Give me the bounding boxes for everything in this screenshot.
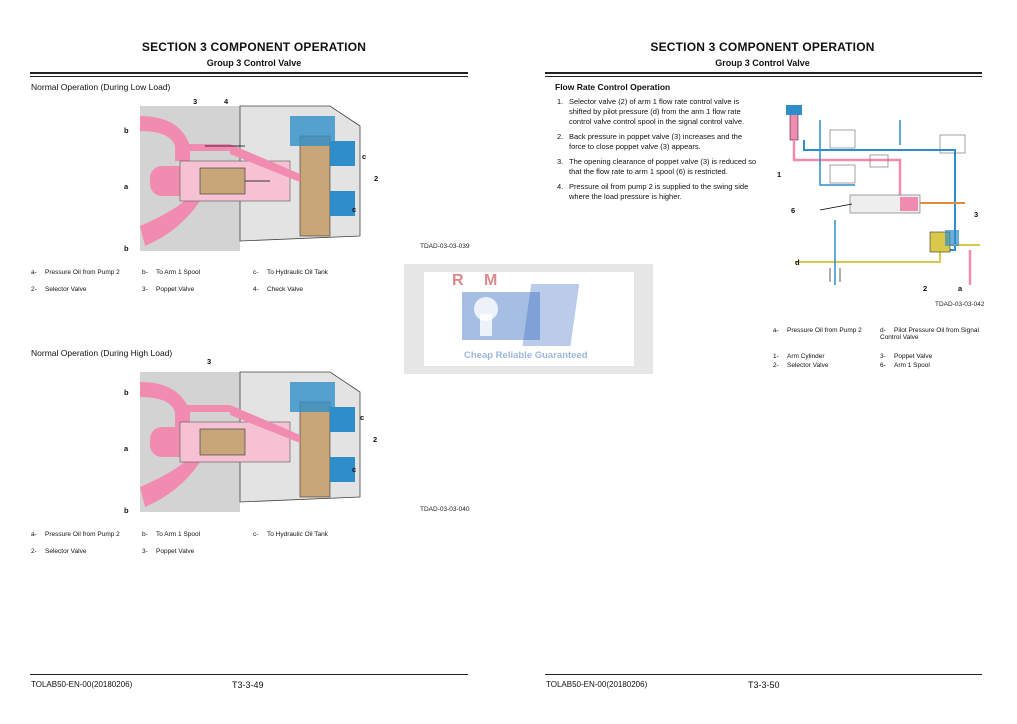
callout-b-lower: b [124, 244, 129, 253]
callout-3: 3 [207, 357, 212, 366]
footer-code: TOLAB50-EN-00(20180206) [546, 680, 648, 689]
callout-b-lower: b [124, 506, 129, 515]
watermark: R M Cheap Reliable Guaranteed [404, 264, 653, 374]
legend-item: c-To Hydraulic Oil Tank [253, 269, 328, 276]
callout-c: c [360, 413, 365, 422]
callout-c-lower: c [352, 205, 357, 214]
step-item: 2.Back pressure in poppet valve (3) incr… [557, 132, 743, 151]
right-page: SECTION 3 COMPONENT OPERATION Group 3 Co… [508, 0, 1017, 724]
callout-a: a [124, 444, 129, 453]
callout-3: 3 [974, 210, 979, 219]
legend-item: a-Pressure Oil from Pump 2 [31, 531, 120, 538]
legend-item: 2-Selector Valve [773, 362, 829, 369]
page-number: T3-3-49 [232, 680, 264, 690]
watermark-logo-text: R M [452, 272, 506, 289]
callout-2: 2 [373, 435, 378, 444]
group-title: Group 3 Control Valve [206, 58, 302, 68]
callout-3: 3 [193, 97, 198, 106]
fig2-id: TDAD-03-03-040 [420, 506, 470, 513]
watermark-logo-icon [424, 272, 634, 366]
header-rule [545, 72, 982, 74]
callout-1: 1 [777, 170, 782, 179]
legend-item: 3-Poppet Valve [880, 353, 933, 360]
callout-6: 6 [791, 206, 796, 215]
legend-item: c-To Hydraulic Oil Tank [253, 531, 328, 538]
section-title: SECTION 3 COMPONENT OPERATION [650, 40, 875, 54]
legend-item: 2-Selector Valve [31, 286, 87, 293]
flow-rate-heading: Flow Rate Control Operation [555, 82, 671, 92]
footer-rule [545, 674, 982, 675]
fig1-id: TDAD-03-03-039 [420, 243, 470, 250]
step-item: 3.The opening clearance of poppet valve … [557, 157, 757, 176]
header-rule [30, 72, 468, 74]
legend-item: d-Pilot Pressure Oil from Signal Control… [880, 327, 979, 341]
callout-c-lower: c [352, 465, 357, 474]
header-rule-thin [545, 76, 982, 77]
callout-2: 2 [374, 174, 379, 183]
section-title: SECTION 3 COMPONENT OPERATION [141, 40, 367, 54]
header-rule-thin [30, 76, 468, 77]
left-page: SECTION 3 COMPONENT OPERATION Group 3 Co… [0, 0, 508, 724]
footer-rule [30, 674, 468, 675]
legend-item: 6-Arm 1 Spool [880, 362, 930, 369]
step-list: 1.Selector valve (2) of arm 1 flow rate … [557, 97, 757, 207]
callout-a: a [124, 182, 129, 191]
page-number: T3-3-50 [748, 680, 780, 690]
fig1-valve-diagram [140, 105, 361, 251]
step-item: 1.Selector valve (2) of arm 1 flow rate … [557, 97, 745, 126]
legend-item: b-To Arm 1 Spool [142, 269, 201, 276]
legend-item: 3-Poppet Valve [142, 548, 195, 555]
footer-code: TOLAB50-EN-00(20180206) [31, 680, 133, 689]
legend-item: a-Pressure Oil from Pump 2 [773, 327, 862, 334]
callout-b: b [124, 388, 129, 397]
callout-2: 2 [923, 284, 928, 293]
legend-item: a-Pressure Oil from Pump 2 [31, 269, 120, 276]
fig2-valve-diagram [140, 371, 361, 512]
fig2-heading: Normal Operation (During High Load) [31, 348, 173, 358]
callout-a: a [958, 284, 963, 293]
callout-d: d [795, 258, 800, 267]
hydraulic-circuit-diagram [786, 105, 980, 285]
step-item: 4.Pressure oil from pump 2 is supplied t… [557, 182, 749, 201]
watermark-tagline: Cheap Reliable Guaranteed [464, 350, 588, 361]
fig1-heading: Normal Operation (During Low Load) [31, 82, 171, 92]
legend-item: 2-Selector Valve [31, 548, 87, 555]
legend-item: 1-Arm Cylinder [773, 353, 825, 360]
fig-id: TDAD-03-03-042 [935, 301, 985, 308]
legend-item: b-To Arm 1 Spool [142, 531, 201, 538]
legend-item: 4-Check Valve [253, 286, 304, 293]
callout-c: c [362, 152, 367, 161]
callout-4: 4 [224, 97, 229, 106]
group-title: Group 3 Control Valve [715, 58, 810, 68]
callout-b: b [124, 126, 129, 135]
legend-item: 3-Poppet Valve [142, 286, 195, 293]
